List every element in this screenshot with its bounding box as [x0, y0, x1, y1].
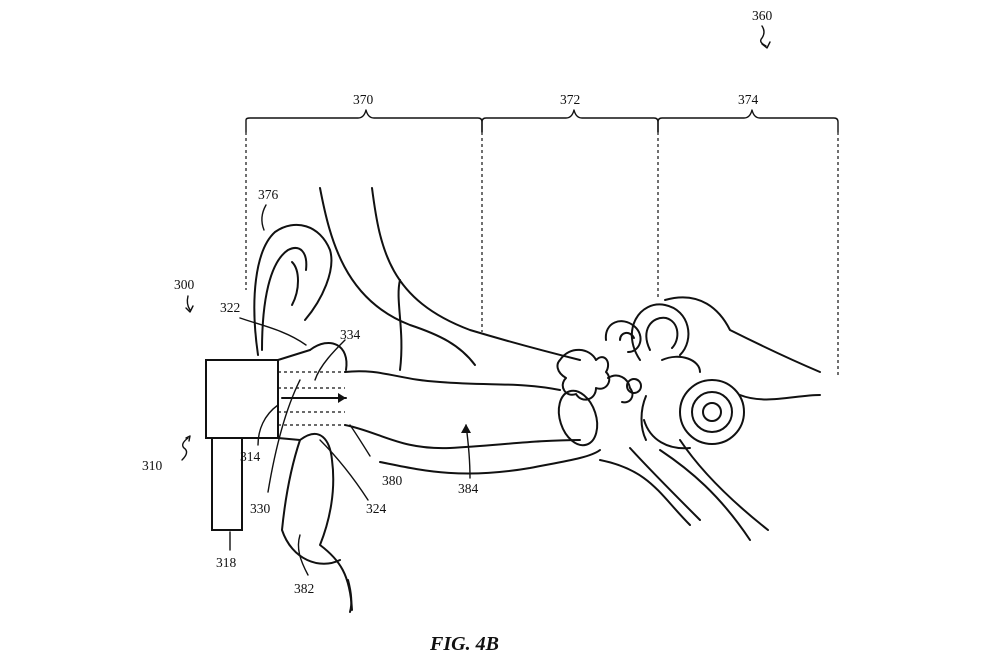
ossicles	[556, 348, 642, 404]
head-outline	[319, 187, 821, 401]
label-382: 382	[294, 581, 314, 596]
arrow-360	[759, 25, 767, 47]
ear-canal	[344, 370, 601, 475]
device-body	[205, 359, 279, 439]
label-324: 324	[366, 501, 387, 516]
nerves	[599, 439, 769, 541]
label-360: 360	[752, 8, 773, 23]
inner-ear	[604, 303, 745, 450]
label-376: 376	[258, 187, 279, 202]
label-314: 314	[240, 449, 261, 464]
label-300: 300	[174, 277, 195, 292]
label-310: 310	[142, 458, 163, 473]
figure-caption: FIG. 4B	[429, 633, 499, 655]
label-330: 330	[250, 501, 271, 516]
label-334: 334	[340, 327, 361, 342]
pinna	[253, 223, 353, 613]
label-370: 370	[353, 92, 374, 107]
earpiece-device	[205, 349, 347, 531]
label-384: 384	[458, 481, 479, 496]
label-372: 372	[560, 92, 580, 107]
label-374: 374	[738, 92, 759, 107]
label-380: 380	[382, 473, 403, 488]
label-318: 318	[216, 555, 237, 570]
leader-lines	[181, 204, 471, 576]
region-brackets	[245, 109, 839, 376]
device-stem	[211, 437, 243, 531]
label-322: 322	[220, 300, 240, 315]
eardrum	[557, 389, 599, 447]
reference-labels: 360 370 372 374 376 300 322 334 310 314 …	[142, 8, 773, 596]
